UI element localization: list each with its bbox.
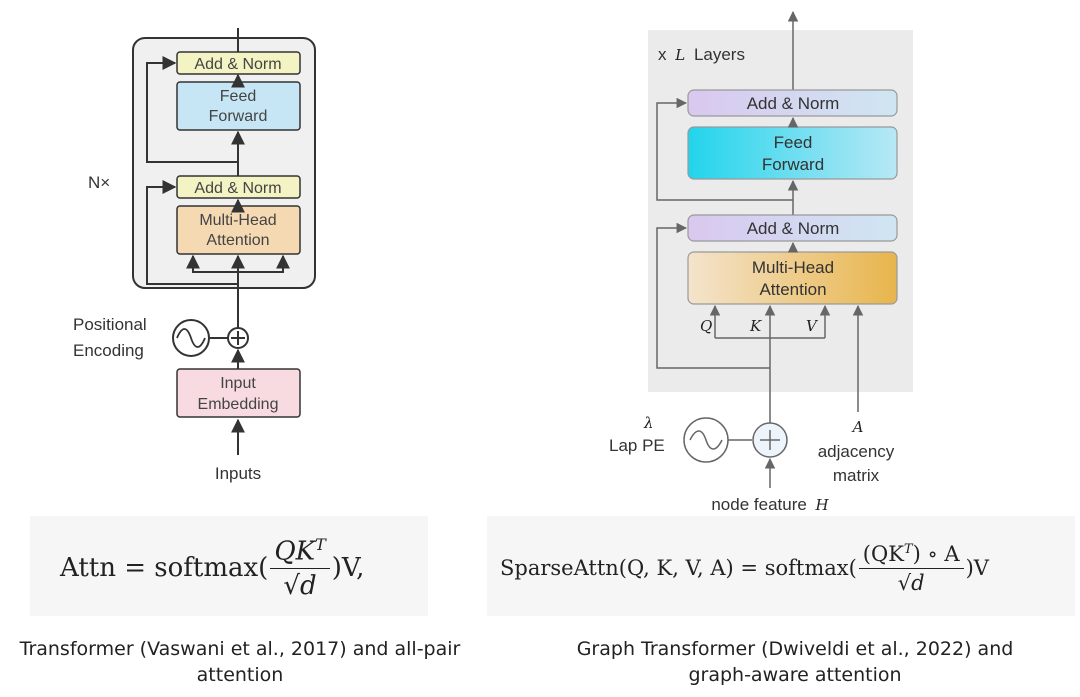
right-graph-transformer-diagram: x L Layers Add & Norm Feed Forward Add &…	[609, 10, 913, 514]
residual-ff	[146, 56, 238, 163]
right-formula-panel	[487, 516, 1075, 616]
r-add-norm-bottom-box	[687, 214, 898, 242]
left-formula-rhs: )V,	[331, 553, 365, 583]
lap-pe-label: Lap PE	[609, 436, 665, 455]
right-caption: Graph Transformer (Dwiveldi et al., 2022…	[540, 636, 1050, 688]
mha-label-2: Attention	[206, 232, 269, 249]
layers-var: L	[674, 46, 685, 64]
add-norm-bottom-label: Add & Norm	[194, 180, 281, 197]
input-emb-label-2: Embedding	[198, 396, 279, 413]
nx-label: N×	[88, 173, 110, 192]
right-caption-line-1: Graph Transformer (Dwiveldi et al., 2022…	[576, 638, 1014, 660]
r-add-norm-bottom-label: Add & Norm	[747, 219, 840, 238]
add-norm-bottom-box	[176, 175, 301, 199]
right-formula-lhs: SparseAttn(Q, K, V, A) = softmax(	[500, 556, 857, 580]
feed-forward-label-1: Feed	[220, 88, 256, 105]
svg-text:node feature H: node feature H	[711, 495, 829, 514]
r-ff-label-1: Feed	[774, 133, 813, 152]
left-caption-line-2: attention	[196, 664, 284, 686]
right-formula-sup: T	[903, 541, 913, 557]
right-caption-line-2: graph-aware attention	[688, 664, 902, 686]
input-embedding-box	[176, 368, 301, 418]
adjacency-label-2: matrix	[833, 466, 880, 485]
left-formula-sup: T	[315, 534, 326, 554]
left-caption-line-1: Transformer (Vaswani et al., 2017) and a…	[19, 638, 461, 660]
left-formula-fraction: QKT √d	[270, 534, 330, 602]
feed-forward-label-2: Forward	[209, 108, 268, 125]
left-formula-num: QK	[274, 536, 316, 567]
add-norm-top-label: Add & Norm	[194, 56, 281, 73]
v-label: V	[806, 317, 819, 335]
svg-text:x L Layers: x L Layers	[658, 45, 745, 64]
left-caption: Transformer (Vaswani et al., 2017) and a…	[0, 636, 480, 688]
layers-suffix: Layers	[694, 45, 745, 64]
node-var-label: H	[815, 496, 830, 514]
r-add-norm-top-label: Add & Norm	[747, 94, 840, 113]
lambda-label: λ	[643, 414, 654, 432]
r-add-norm-top-box	[687, 89, 898, 117]
adjacency-label-1: adjacency	[818, 442, 895, 461]
right-formula-rhs: )V	[965, 556, 989, 580]
right-sparse-attention-formula: SparseAttn(Q, K, V, A) = softmax( (QKT) …	[500, 528, 989, 608]
residual-mha	[146, 180, 238, 285]
a-label: A	[851, 418, 864, 436]
inputs-label: Inputs	[215, 464, 261, 483]
right-formula-num-tail: ) ∘ A	[912, 541, 960, 566]
input-emb-label-1: Input	[220, 375, 256, 392]
layers-prefix: x	[658, 45, 667, 64]
q-label: Q	[700, 317, 712, 335]
positional-label-2: Encoding	[73, 341, 144, 360]
left-transformer-diagram: Add & Norm Feed Forward Add & Norm Multi…	[73, 28, 316, 483]
r-mha-label-1: Multi-Head	[752, 258, 834, 277]
positional-label-1: Positional	[73, 315, 147, 334]
right-formula-num: (QK	[862, 541, 904, 566]
r-residual-ff	[656, 97, 793, 201]
node-feature-label: node feature	[711, 495, 806, 514]
right-formula-den: √d	[897, 570, 925, 595]
r-mha-label-2: Attention	[759, 280, 826, 299]
right-formula-fraction: (QKT) ∘ A √d	[858, 541, 964, 595]
left-attention-formula: Attn = softmax( QKT √d )V,	[60, 528, 364, 608]
left-formula-panel	[30, 516, 428, 616]
r-residual-mha	[656, 222, 770, 369]
r-ff-label-2: Forward	[762, 155, 824, 174]
left-formula-lhs: Attn = softmax(	[60, 553, 269, 583]
left-formula-den: √d	[283, 571, 317, 602]
mha-label-1: Multi-Head	[199, 212, 276, 229]
k-label: K	[749, 317, 762, 335]
